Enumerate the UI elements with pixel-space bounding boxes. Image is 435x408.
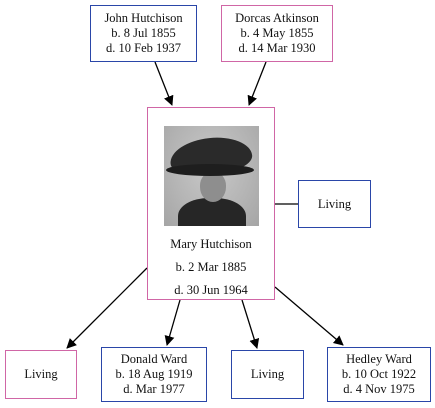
edge-person-to-child-3 [241,299,260,349]
mother-name: Dorcas Atkinson [235,11,319,25]
child-node-3[interactable]: Living [231,350,304,399]
child-4-name: Hedley Ward [346,352,412,366]
spouse-node[interactable]: Living [298,180,371,228]
child-4-birth: b. 10 Oct 1922 [341,367,417,381]
focus-person-node[interactable]: Mary Hutchison b. 2 Mar 1885 d. 30 Jun 1… [147,107,275,300]
edge-mother-to-person [247,61,267,106]
father-death: d. 10 Feb 1937 [106,41,181,55]
child-2-birth: b. 18 Aug 1919 [115,367,193,381]
mother-death: d. 14 Mar 1930 [238,41,316,55]
edge-person-to-child-2 [164,299,181,346]
portrait-photo-icon [163,126,259,226]
mother-birth: b. 4 May 1855 [240,26,314,40]
person-birth: b. 2 Mar 1885 [175,260,247,274]
person-name: Mary Hutchison [170,237,252,251]
edge-person-to-child-1 [66,267,148,349]
child-node-1[interactable]: Living [5,350,77,399]
child-1-name: Living [24,367,58,381]
father-name: John Hutchison [104,11,183,25]
father-birth: b. 8 Jul 1855 [111,26,176,40]
child-node-4[interactable]: Hedley Ward b. 10 Oct 1922 d. 4 Nov 1975 [327,347,431,402]
mother-node[interactable]: Dorcas Atkinson b. 4 May 1855 d. 14 Mar … [221,5,333,62]
child-4-death: d. 4 Nov 1975 [343,382,415,396]
father-node[interactable]: John Hutchison b. 8 Jul 1855 d. 10 Feb 1… [90,5,197,62]
spouse-name: Living [317,196,352,211]
edge-father-to-person [154,61,174,106]
child-2-death: d. Mar 1977 [123,382,185,396]
person-death: d. 30 Jun 1964 [174,283,248,297]
child-2-name: Donald Ward [120,352,188,366]
edge-person-to-child-4 [274,286,344,346]
child-node-2[interactable]: Donald Ward b. 18 Aug 1919 d. Mar 1977 [101,347,207,402]
child-3-name: Living [250,367,285,381]
